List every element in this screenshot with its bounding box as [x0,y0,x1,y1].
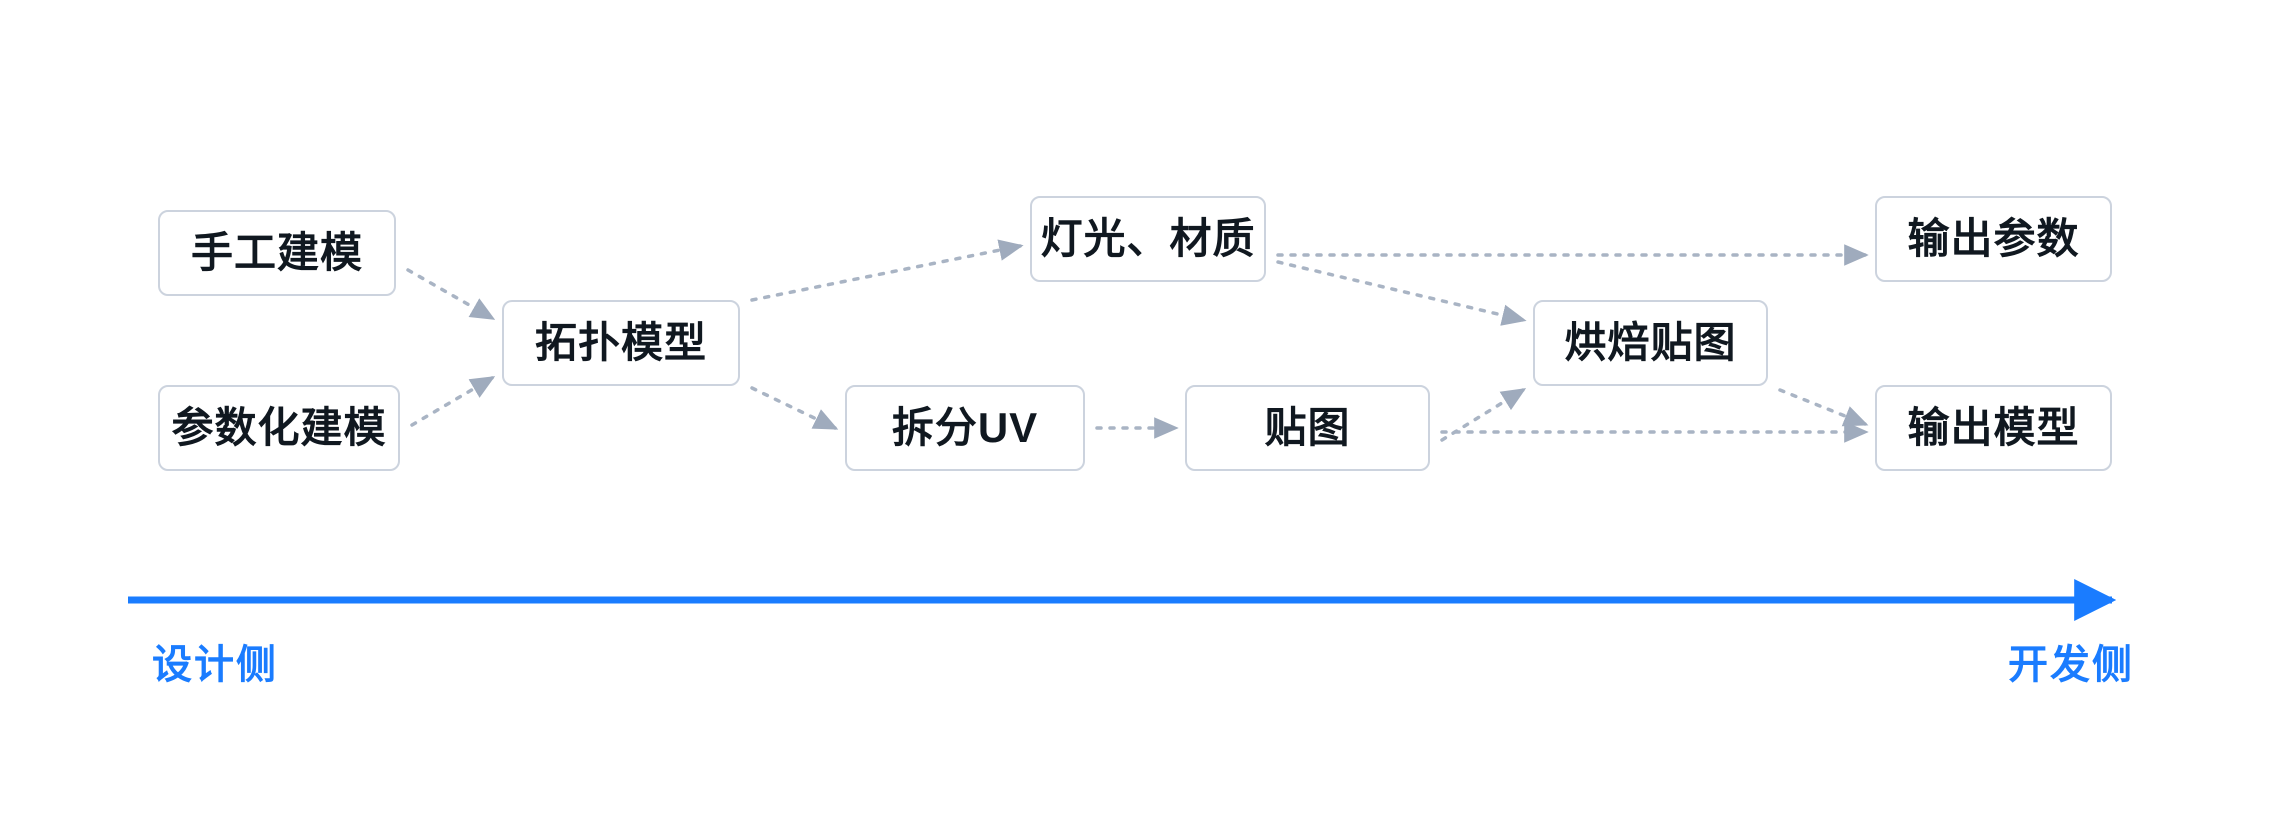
axis-label-design-side: 设计侧 [152,643,278,687]
edge-parametric-to-topology [410,376,496,427]
axis-label-development-side: 开发侧 [2008,643,2134,687]
edge-manual-to-topology [406,268,496,320]
edge-bake-to-output-model [1778,388,1869,427]
edge-topology-to-uv [750,386,839,430]
edge-lighting-to-bake [1276,260,1527,326]
node-texture[interactable]: 贴图 [1185,385,1430,471]
